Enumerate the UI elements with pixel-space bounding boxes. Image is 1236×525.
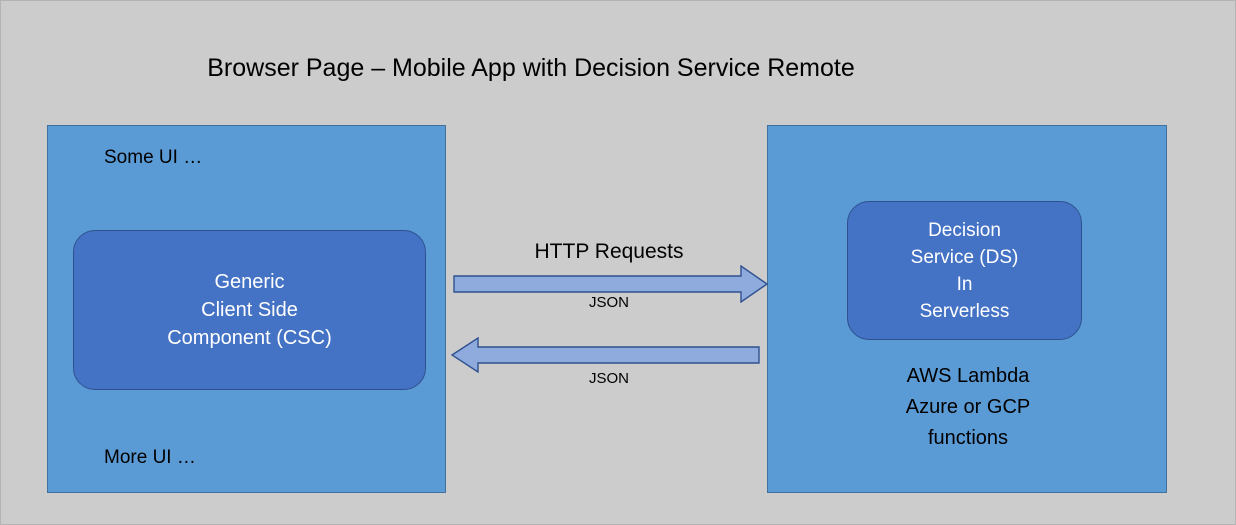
csc-label-line-2: Client Side [201, 299, 298, 321]
serverless-container: Decision Service (DS) In Serverless AWS … [767, 125, 1167, 493]
client-side-component-box: Generic Client Side Component (CSC) [73, 230, 426, 390]
ds-label-line-1: Decision [928, 219, 1001, 241]
ds-label-line-4: Serverless [919, 300, 1010, 322]
response-arrow-left-icon [451, 337, 760, 373]
cloud-platform-line-2: Azure or GCP [905, 396, 1031, 418]
json-response-label: JSON [588, 370, 629, 387]
csc-label-line-1: Generic [214, 271, 285, 293]
csc-label-line-3: Component (CSC) [167, 327, 332, 349]
ds-label-line-2: Service (DS) [910, 246, 1019, 268]
cloud-platform-label: AWS Lambda Azure or GCP functions [768, 361, 1168, 454]
decision-service-box: Decision Service (DS) In Serverless [847, 201, 1082, 340]
cloud-platform-line-3: functions [927, 427, 1009, 449]
page-title: Browser Page – Mobile App with Decision … [207, 54, 855, 82]
more-ui-label: More UI … [104, 447, 196, 468]
browser-page-container: Some UI … Generic Client Side Component … [47, 125, 446, 493]
request-arrow-right-icon [453, 265, 769, 303]
ds-label-line-3: In [956, 273, 973, 295]
cloud-platform-line-1: AWS Lambda [906, 365, 1030, 387]
http-requests-label: HTTP Requests [534, 240, 684, 263]
json-request-label: JSON [588, 294, 629, 311]
some-ui-label: Some UI … [104, 147, 203, 168]
